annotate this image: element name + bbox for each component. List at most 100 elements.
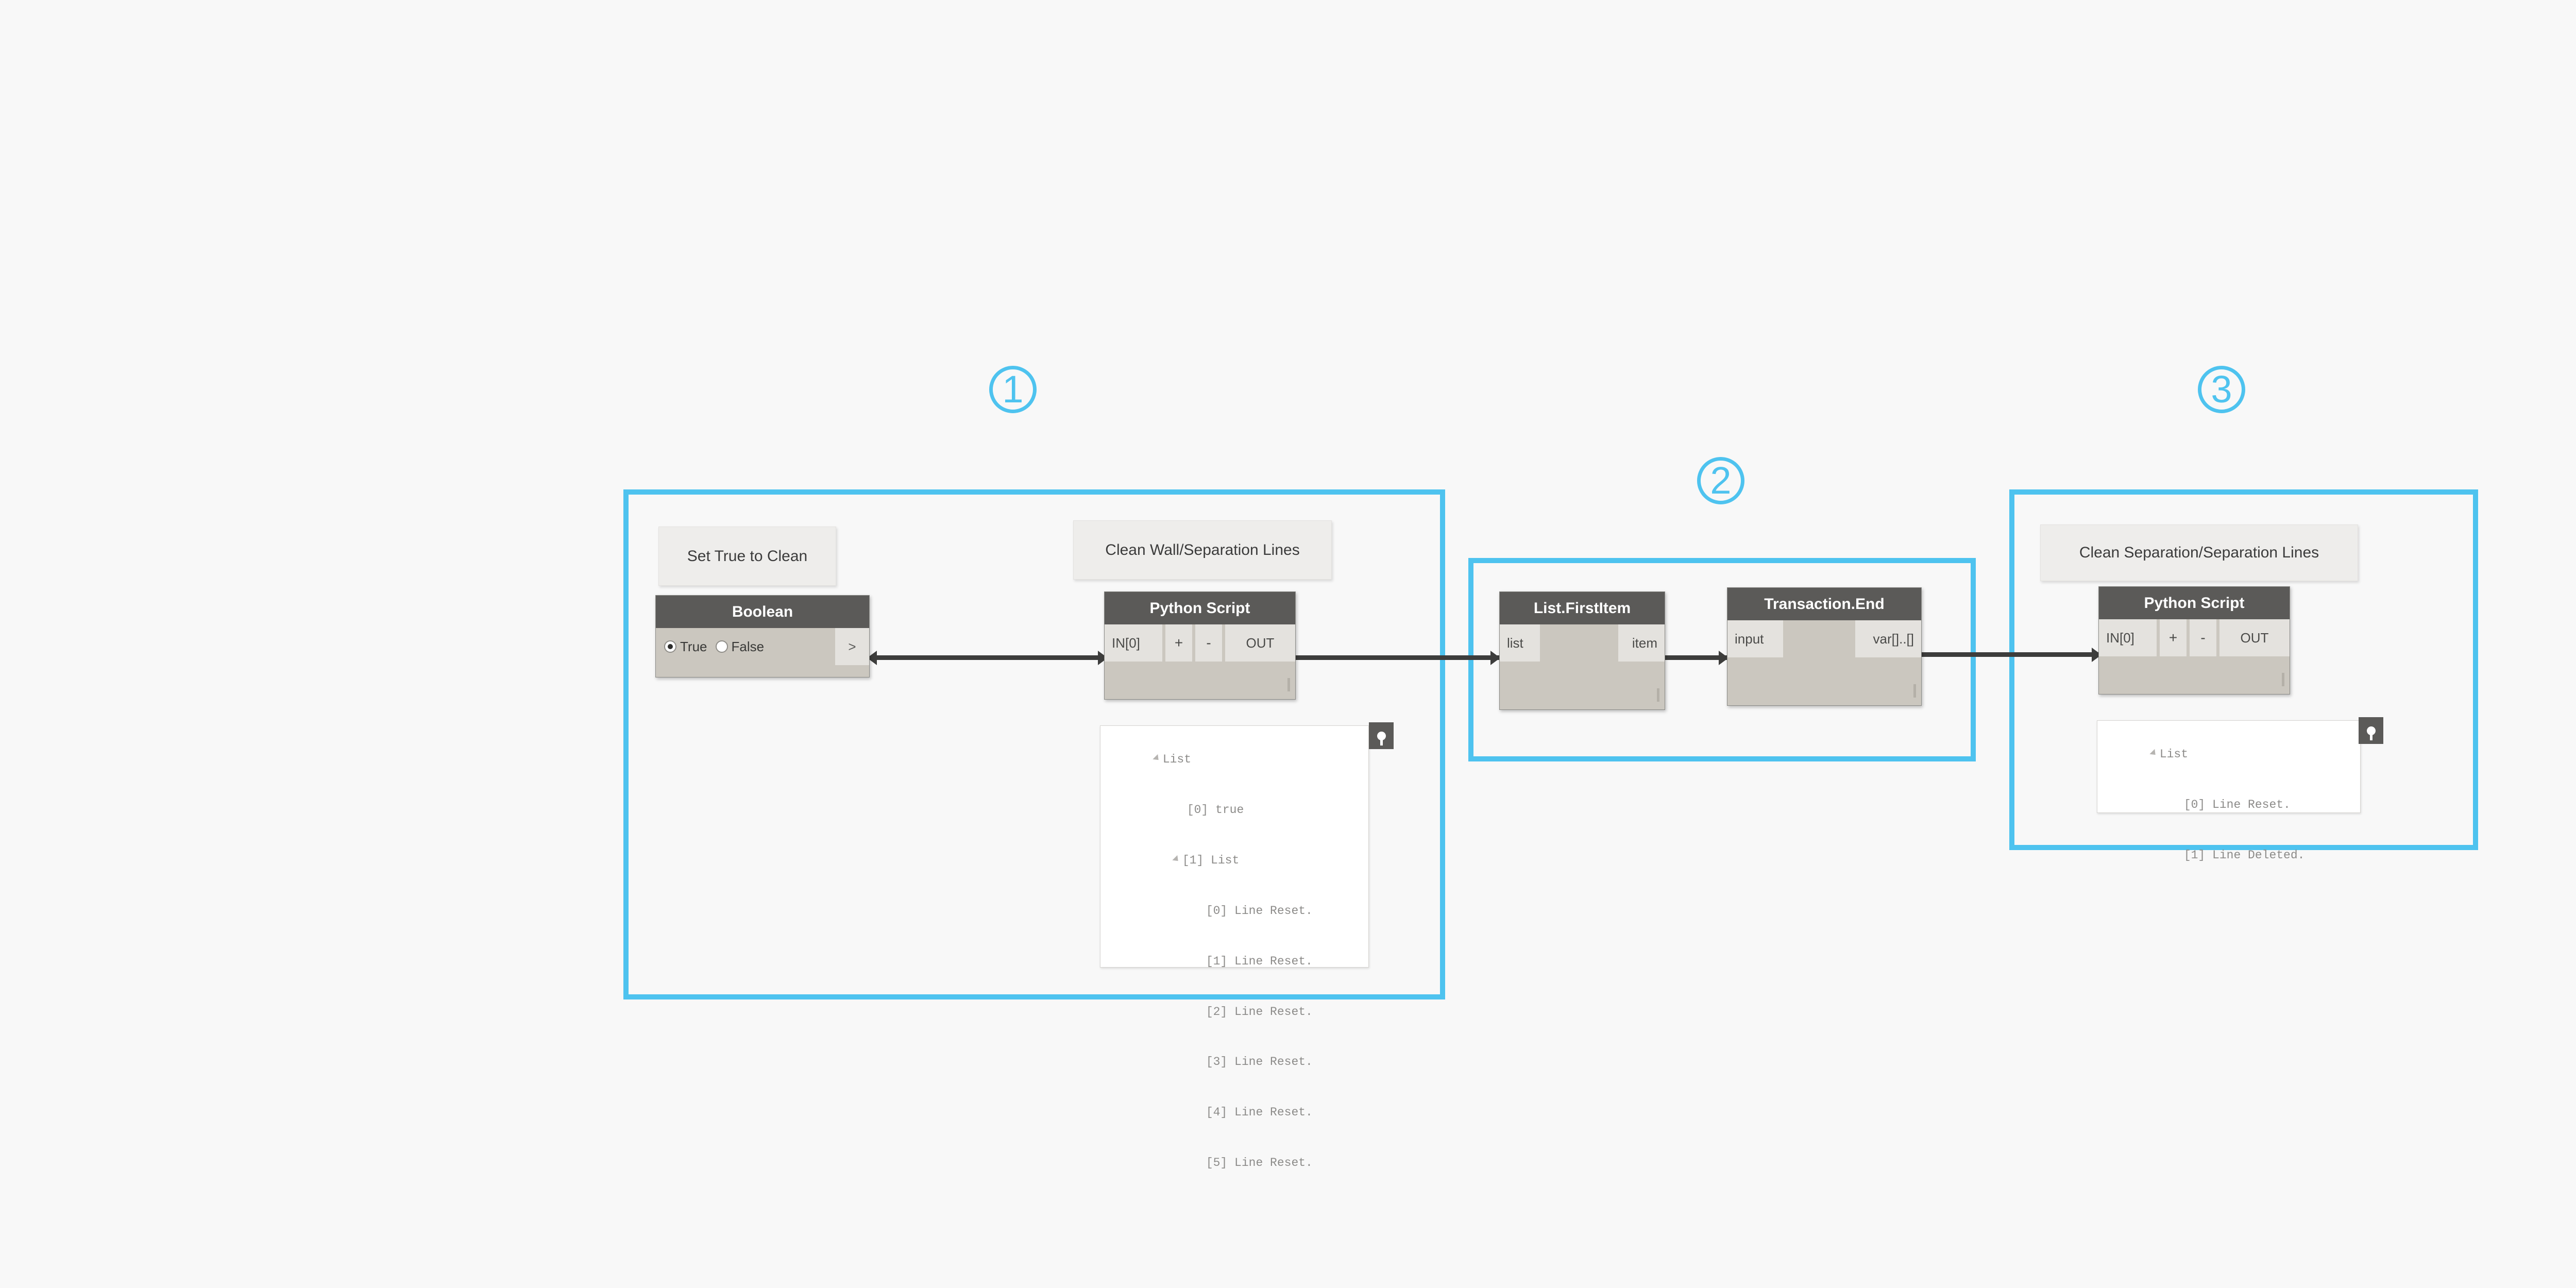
preview-row-text: [1] Line Deleted. (2183, 848, 2305, 862)
preview-row: [1] List (1106, 835, 1363, 886)
preview-row-text: [1] Line Reset. (1206, 954, 1313, 968)
node-python-script-1[interactable]: Python Script IN[0] + - OUT (1104, 591, 1296, 700)
preview-row: [3] Line Reset. (1106, 1037, 1363, 1088)
note-set-true-to-clean[interactable]: Set True to Clean (658, 527, 836, 586)
preview-pin-button-2[interactable] (2359, 717, 2383, 744)
preview-row: [0] Line Reset. (1106, 886, 1363, 936)
preview-row: [0] true (1106, 785, 1363, 835)
node-python-script-1-title: Python Script (1105, 592, 1295, 624)
preview-row: [5] Line Reset. (1106, 1138, 1363, 1189)
python2-in-port[interactable]: IN[0] (2099, 619, 2157, 656)
lightbulb-icon (2366, 726, 2376, 740)
preview-row-text: [0] Line Reset. (1206, 904, 1313, 918)
preview-row-text: [0] true (1187, 803, 1244, 817)
listfirstitem-port-spacer (1540, 624, 1618, 662)
radio-true-indicator[interactable] (664, 640, 676, 653)
python2-add-port-button[interactable]: + (2160, 619, 2187, 656)
expand-arrow-icon[interactable] (1153, 754, 1161, 762)
group-frame-3[interactable] (2009, 489, 2478, 850)
python2-port-gap-c (2216, 619, 2219, 656)
note-clean-separation-separation-lines-text: Clean Separation/Separation Lines (2079, 544, 2319, 561)
python1-resize-handle[interactable] (1287, 678, 1290, 691)
preview-row: List (2103, 729, 2355, 779)
preview-row-text: [3] Line Reset. (1206, 1055, 1313, 1069)
python2-out-port[interactable]: OUT (2219, 619, 2290, 656)
preview-row-text: [0] Line Reset. (2183, 798, 2291, 811)
radio-false-indicator[interactable] (715, 640, 728, 653)
python1-port-gap-a (1162, 624, 1165, 662)
radio-false-label: False (731, 639, 765, 654)
preview-python-script-1[interactable]: List [0] true [1] List [0] Line Reset. [… (1100, 725, 1369, 1170)
python1-remove-port-button[interactable]: - (1195, 624, 1222, 662)
node-boolean[interactable]: Boolean True False > (655, 595, 870, 677)
wire-boolean-to-python1 (876, 655, 1107, 660)
node-transaction-end[interactable]: Transaction.End input var[]..[] (1727, 587, 1922, 706)
node-python-script-2-body (2099, 656, 2290, 690)
node-boolean-title: Boolean (656, 596, 869, 628)
node-python-script-2[interactable]: Python Script IN[0] + - OUT (2098, 586, 2290, 694)
transactionend-out-port[interactable]: var[]..[] (1855, 620, 1921, 657)
node-python-script-1-ports: IN[0] + - OUT (1105, 624, 1295, 662)
step-badge-2-label: 2 (1710, 459, 1732, 502)
wire-transactionend-to-python2 (1916, 652, 2101, 657)
python1-port-gap-c (1222, 624, 1225, 662)
python2-resize-handle[interactable] (2282, 673, 2284, 686)
preview-row-text: [4] Line Reset. (1206, 1106, 1313, 1120)
node-transaction-end-title: Transaction.End (1727, 588, 1921, 620)
boolean-radio-false[interactable]: False (707, 639, 765, 654)
node-list-firstitem-title: List.FirstItem (1500, 592, 1665, 624)
node-list-firstitem-body (1500, 662, 1665, 706)
preview-row-text: List (2159, 747, 2189, 761)
preview-row-text: [2] Line Reset. (1206, 1005, 1313, 1019)
preview-row: List (1106, 734, 1363, 785)
boolean-output-port[interactable]: > (835, 628, 869, 665)
preview-row-text: [1] List (1182, 853, 1240, 867)
preview-row: [4] Line Reset. (1106, 1088, 1363, 1138)
node-python-script-1-body (1105, 662, 1295, 696)
node-python-script-2-ports: IN[0] + - OUT (2099, 619, 2290, 656)
lightbulb-icon (1377, 731, 1386, 745)
python1-add-port-button[interactable]: + (1165, 624, 1192, 662)
step-badge-1-label: 1 (1002, 368, 1024, 411)
transactionend-port-spacer (1783, 620, 1855, 657)
python2-port-gap-b (2187, 619, 2190, 656)
python1-in-port[interactable]: IN[0] (1105, 624, 1162, 662)
preview-row: [1] Line Deleted. (2103, 830, 2355, 880)
node-transaction-end-body (1727, 657, 1921, 702)
python2-remove-port-button[interactable]: - (2190, 619, 2216, 656)
preview-row: [0] Line Reset. (2103, 779, 2355, 830)
transactionend-resize-handle[interactable] (1913, 684, 1916, 698)
wire-cap-transactionend-in (1719, 651, 1728, 665)
python2-port-gap-a (2157, 619, 2160, 656)
step-badge-1: 1 (989, 366, 1037, 413)
group-frame-1[interactable] (623, 489, 1445, 999)
note-clean-wall-separation-lines[interactable]: Clean Wall/Separation Lines (1073, 520, 1332, 580)
node-list-firstitem[interactable]: List.FirstItem list item (1499, 591, 1665, 710)
wire-cap-listfirstitem-in (1490, 651, 1500, 665)
boolean-radio-true[interactable]: True (656, 640, 707, 653)
node-boolean-options: True False > (656, 628, 869, 665)
step-badge-2: 2 (1697, 457, 1744, 504)
expand-arrow-icon[interactable] (1172, 855, 1181, 863)
transactionend-in-port[interactable]: input (1727, 620, 1783, 657)
python1-port-gap-b (1192, 624, 1195, 662)
preview-row-text: List (1162, 752, 1192, 766)
note-clean-wall-separation-lines-text: Clean Wall/Separation Lines (1105, 541, 1300, 558)
radio-true-label: True (680, 639, 707, 654)
python1-out-port[interactable]: OUT (1225, 624, 1295, 662)
note-clean-separation-separation-lines[interactable]: Clean Separation/Separation Lines (2040, 524, 2358, 581)
listfirstitem-in-port[interactable]: list (1500, 624, 1540, 662)
node-transaction-end-ports: input var[]..[] (1727, 620, 1921, 657)
listfirstitem-out-port[interactable]: item (1618, 624, 1665, 662)
listfirstitem-resize-handle[interactable] (1657, 688, 1659, 702)
wire-listfirstitem-to-transactionend (1662, 655, 1727, 660)
preview-row-text: [5] Line Reset. (1206, 1156, 1313, 1170)
expand-arrow-icon[interactable] (2149, 749, 2158, 757)
step-badge-3: 3 (2198, 366, 2245, 413)
note-set-true-to-clean-text: Set True to Clean (687, 547, 808, 565)
preview-pin-button-1[interactable] (1369, 722, 1394, 749)
preview-python-script-2[interactable]: List [0] Line Reset. [1] Line Deleted. (2097, 720, 2361, 862)
step-badge-3-label: 3 (2211, 368, 2232, 411)
node-list-firstitem-ports: list item (1500, 624, 1665, 662)
